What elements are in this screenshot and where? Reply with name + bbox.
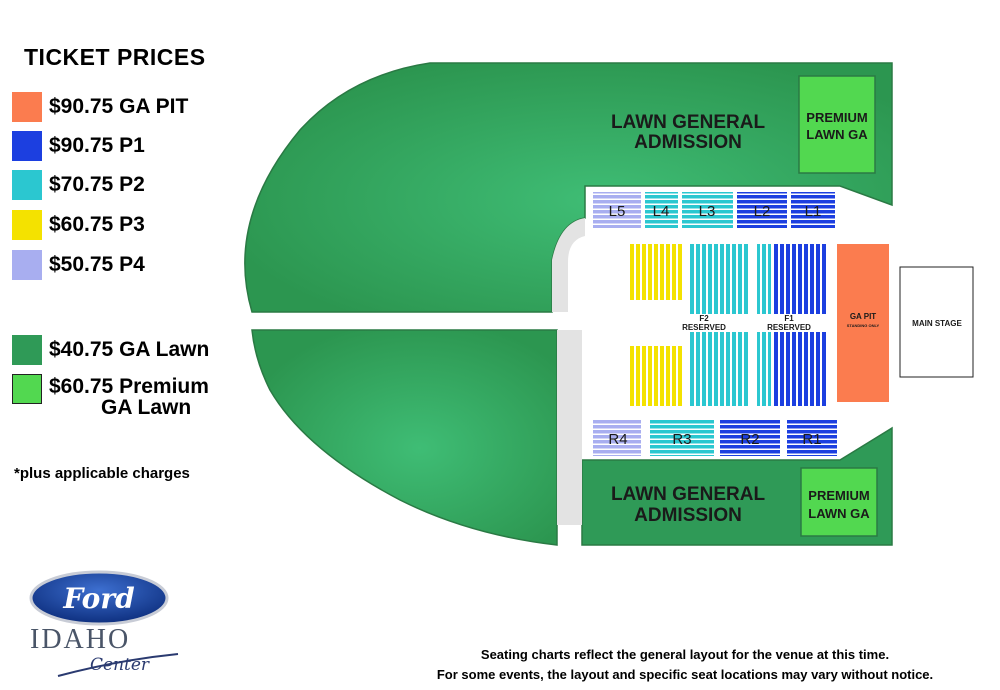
section-l1[interactable]	[791, 192, 835, 228]
section-r2[interactable]	[720, 420, 780, 456]
lawn-bottom-label-2: ADMISSION	[634, 505, 742, 526]
disclaimer-line-1: Seating charts reflect the general layou…	[480, 647, 890, 662]
ga-pit-label: GA PIT	[850, 312, 876, 321]
premium-lawn-bottom[interactable]	[800, 467, 878, 537]
f2-label-2: RESERVED	[682, 323, 726, 332]
legend-swatch-p1	[12, 131, 42, 161]
section-l2-label: L2	[754, 203, 771, 220]
section-l3[interactable]	[682, 192, 733, 228]
lawn-bottom-label-1: LAWN GENERAL	[611, 484, 766, 505]
f2-label-1: F2	[699, 314, 709, 323]
ford-brand-text: Ford	[62, 582, 134, 615]
section-r3-label: R3	[672, 431, 691, 448]
lawn-top-label-2: ADMISSION	[634, 132, 742, 153]
legend-label-p1: $90.75 P1	[49, 134, 145, 157]
floor-p2-bottom-a[interactable]	[688, 332, 750, 406]
premium-top-label-1: PREMIUM	[806, 110, 867, 125]
floor-p1-top[interactable]	[772, 244, 827, 314]
section-l5[interactable]	[593, 192, 641, 228]
section-r3[interactable]	[650, 420, 714, 456]
legend-label-premium-line1: $60.75 Premium	[49, 375, 209, 398]
legend-swatch-p3	[12, 210, 42, 240]
section-l5-label: L5	[609, 203, 626, 220]
ford-idaho-center-logo: Ford IDAHO Center	[29, 570, 179, 677]
legend-label-p4: $50.75 P4	[49, 253, 145, 276]
lawn-bottom-area[interactable]	[251, 329, 558, 546]
walkway-upper	[552, 218, 585, 312]
legend-label-p2: $70.75 P2	[49, 173, 145, 196]
floor-f2	[628, 244, 750, 406]
floor-p1-bottom[interactable]	[772, 332, 827, 406]
ga-pit-sub: STANDING ONLY	[847, 323, 880, 328]
ga-pit[interactable]	[837, 244, 889, 402]
ford-oval	[29, 570, 169, 626]
section-r4[interactable]	[593, 420, 641, 456]
right-sections	[593, 420, 837, 456]
legend-swatch-p2	[12, 170, 42, 200]
section-l4[interactable]	[645, 192, 678, 228]
section-l3-label: L3	[699, 203, 716, 220]
logo-idaho-text: IDAHO	[30, 624, 130, 655]
floor-p2-top-b[interactable]	[757, 244, 771, 314]
premium-top-label-2: LAWN GA	[806, 127, 868, 142]
disclaimer: Seating charts reflect the general layou…	[380, 645, 990, 685]
legend-title: TICKET PRICES	[24, 44, 206, 70]
section-l1-label: L1	[805, 203, 822, 220]
legend-label-premium-line2: GA Lawn	[101, 396, 192, 419]
f1-label-2: RESERVED	[767, 323, 811, 332]
legend-label-ga-lawn: $40.75 GA Lawn	[49, 338, 210, 361]
section-l2[interactable]	[737, 192, 787, 228]
legend-swatch-p4	[12, 250, 42, 280]
walkway	[557, 330, 582, 525]
section-r4-label: R4	[608, 431, 627, 448]
logo-swoosh	[57, 653, 179, 677]
left-sections	[593, 192, 835, 228]
section-l4-label: L4	[653, 203, 670, 220]
floor-p2-top-a[interactable]	[688, 244, 750, 314]
section-r1[interactable]	[787, 420, 837, 456]
premium-bottom-label-1: PREMIUM	[808, 488, 869, 503]
legend-swatch-ga-lawn	[12, 335, 42, 365]
floor-p3-bottom[interactable]	[628, 346, 683, 406]
disclaimer-line-2: For some events, the layout and specific…	[436, 667, 934, 682]
lawn-top-label-1: LAWN GENERAL	[611, 112, 766, 133]
legend-label-ga-pit: $90.75 GA PIT	[49, 95, 189, 118]
section-r2-label: R2	[740, 431, 759, 448]
legend-label-premium-lawn: $60.75 Premium GA Lawn	[49, 376, 209, 418]
f1-label-1: F1	[784, 314, 794, 323]
floor-f1	[757, 244, 827, 406]
legend-label-p3: $60.75 P3	[49, 213, 145, 236]
floor-p2-bottom-b[interactable]	[757, 332, 771, 406]
premium-lawn-top[interactable]	[798, 75, 876, 174]
legend-swatch-premium-lawn	[12, 374, 42, 404]
legend-swatch-ga-pit	[12, 92, 42, 122]
stage-label: MAIN STAGE	[912, 319, 962, 328]
footnote: *plus applicable charges	[14, 465, 190, 482]
section-r1-label: R1	[802, 431, 821, 448]
floor-p3-top[interactable]	[628, 244, 683, 300]
main-stage	[899, 266, 974, 378]
premium-bottom-label-2: LAWN GA	[808, 506, 870, 521]
